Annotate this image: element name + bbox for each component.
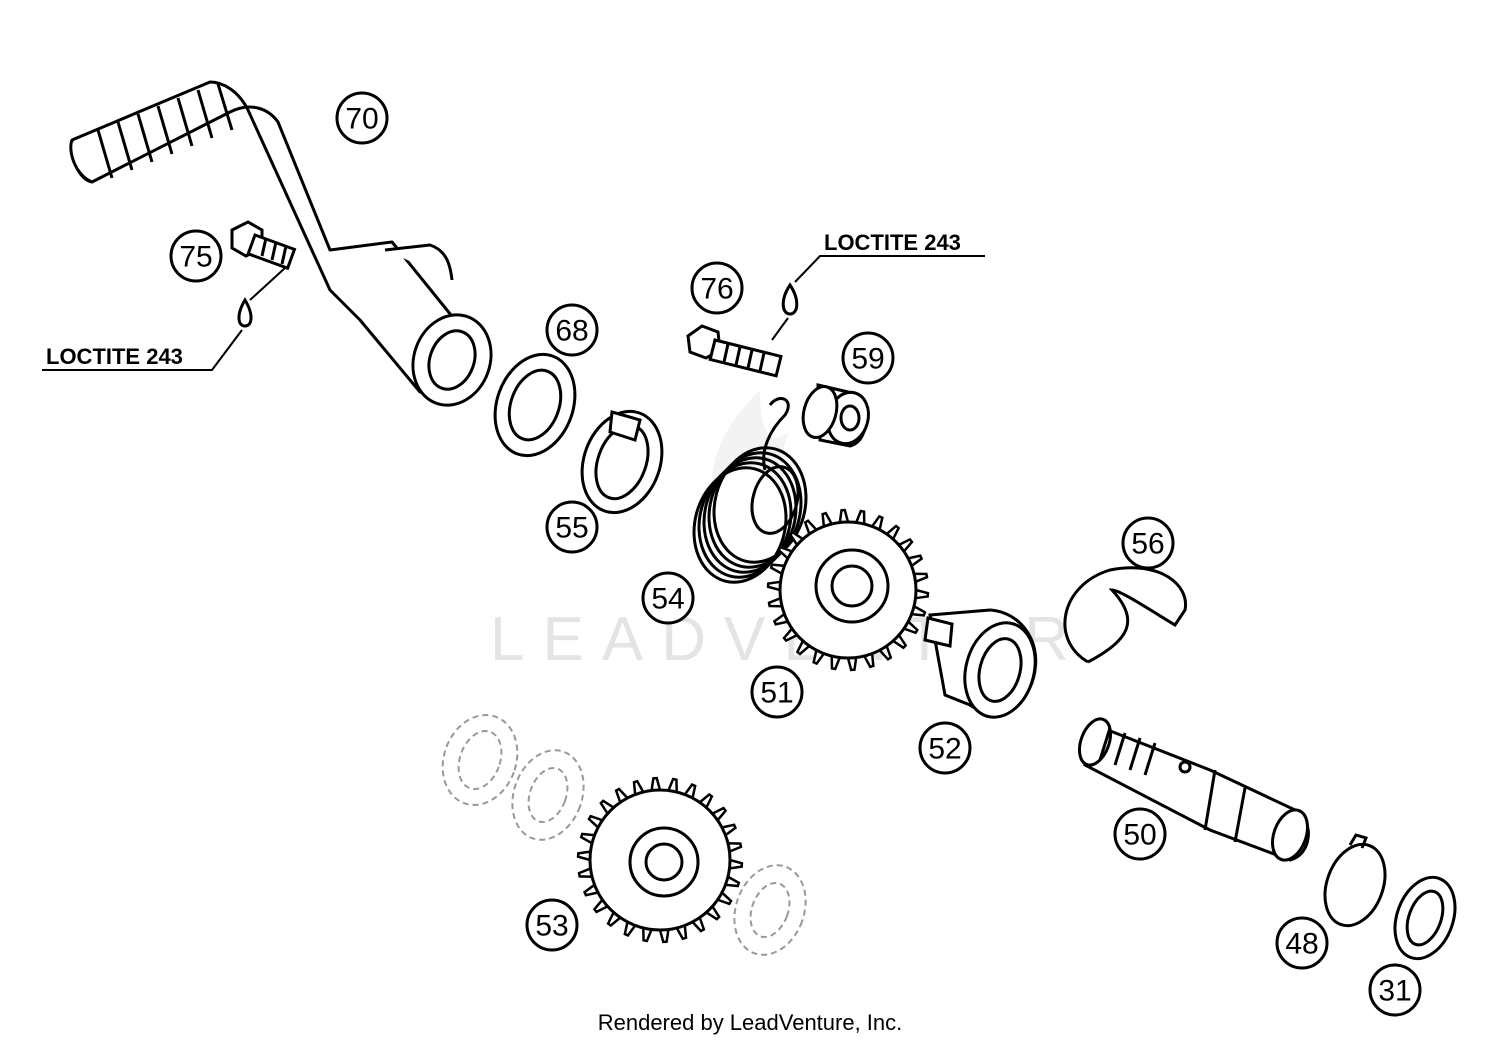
callout-31: 31 [1368, 963, 1422, 1017]
loctite-note-right: LOCTITE 243 [824, 230, 961, 255]
svg-text:53: 53 [535, 910, 568, 943]
svg-text:48: 48 [1285, 928, 1318, 961]
bolt-75-part [230, 220, 297, 271]
loctite-drop-icon [781, 282, 799, 316]
svg-text:70: 70 [345, 103, 378, 136]
callout-51: 51 [750, 665, 804, 719]
washer-left-part [441, 714, 807, 956]
callout-54: 54 [641, 571, 695, 625]
svg-text:75: 75 [179, 241, 212, 274]
leader-line [249, 267, 286, 301]
svg-text:59: 59 [851, 343, 884, 376]
kick-lever-part [69, 80, 493, 407]
leader-line [771, 317, 789, 341]
svg-text:31: 31 [1378, 975, 1411, 1008]
spring-54-part [692, 397, 808, 584]
callout-76: 76 [690, 261, 744, 315]
gear-53-part [576, 776, 744, 944]
svg-text:52: 52 [928, 733, 961, 766]
callout-68: 68 [545, 303, 599, 357]
callout-50: 50 [1113, 807, 1167, 861]
bolt-76-part [686, 324, 783, 378]
clip-56-part [1063, 566, 1188, 664]
loctite-drop-icon [237, 297, 253, 328]
callout-56: 56 [1121, 516, 1175, 570]
svg-text:50: 50 [1123, 819, 1156, 852]
svg-text:51: 51 [760, 677, 793, 710]
bushing-55-part [580, 409, 664, 515]
svg-text:54: 54 [651, 583, 684, 616]
svg-text:76: 76 [700, 273, 733, 306]
washer-68-part [493, 352, 577, 458]
gear-51-part [766, 508, 930, 672]
washer-31-part [1393, 875, 1457, 961]
callout-55: 55 [545, 500, 599, 554]
callout-59: 59 [841, 331, 895, 385]
callout-52: 52 [918, 721, 972, 775]
callout-70: 70 [335, 91, 389, 145]
bushing-59-part [801, 383, 870, 448]
footer-credit: Rendered by LeadVenture, Inc. [597, 1010, 903, 1035]
svg-text:68: 68 [555, 315, 588, 348]
svg-text:56: 56 [1131, 528, 1164, 561]
ratchet-52-part [923, 608, 1038, 719]
circlip-48-part [1323, 833, 1387, 928]
loctite-right-leader [794, 255, 985, 283]
svg-text:55: 55 [555, 512, 588, 545]
loctite-left-leader [42, 329, 243, 371]
shaft-50-part [1077, 717, 1310, 862]
callout-53: 53 [525, 898, 579, 952]
loctite-note-left: LOCTITE 243 [46, 344, 183, 369]
callout-48: 48 [1275, 916, 1329, 970]
callout-75: 75 [169, 229, 223, 283]
